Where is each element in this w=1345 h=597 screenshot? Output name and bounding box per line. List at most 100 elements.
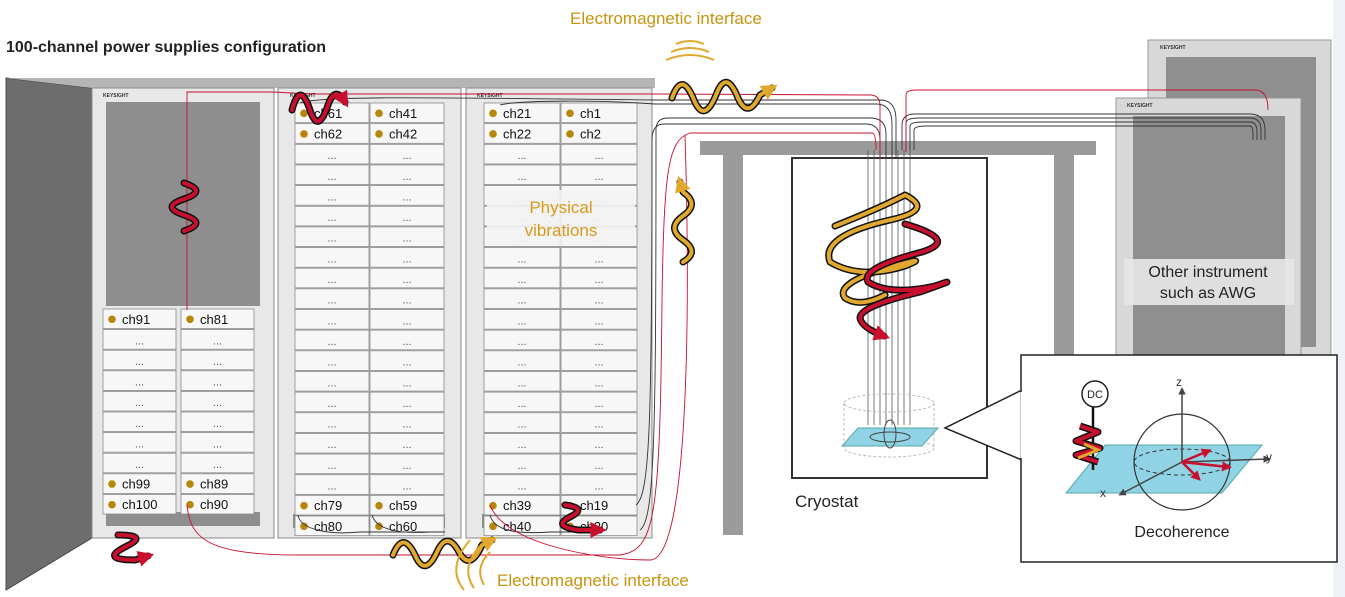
channel-ellipsis: ... (594, 419, 603, 431)
channel-cell (369, 474, 445, 495)
channel-cell (369, 515, 445, 537)
unit-3-channel-column-2: ch1ch2..................................… (560, 102, 638, 537)
channel-ellipsis: ... (213, 438, 222, 450)
channel-dot (375, 522, 383, 531)
channel-cell (369, 164, 445, 185)
channel-label: ch80 (314, 519, 342, 534)
channel-ellipsis: ... (135, 418, 144, 430)
rack-top-panel (6, 78, 655, 88)
em-interface-label-top: Electromagnetic interface (570, 9, 762, 28)
channel-cell (483, 143, 561, 165)
channel-ellipsis: ... (327, 191, 336, 203)
channel-ellipsis: ... (517, 315, 526, 327)
channel-ellipsis: ... (213, 377, 222, 389)
channel-cell (294, 247, 370, 268)
channel-ellipsis: ... (327, 481, 336, 493)
awg-label-line2: such as AWG (1160, 285, 1256, 302)
channel-label: ch42 (389, 126, 417, 141)
channel-dot (186, 500, 194, 509)
channel-cell (483, 309, 561, 330)
channel-ellipsis: ... (594, 274, 603, 286)
axis-x-label: x (1100, 486, 1106, 500)
channel-cell (369, 350, 445, 371)
channel-cell (560, 288, 638, 309)
channel-ellipsis: ... (594, 295, 603, 307)
vibrations-label-bg (487, 190, 635, 246)
channel-cell (102, 473, 177, 494)
channel-label: ch39 (503, 498, 531, 513)
channel-cell (560, 267, 638, 289)
channel-cell (294, 164, 370, 185)
channel-ellipsis: ... (517, 439, 526, 451)
channel-ellipsis: ... (517, 253, 526, 265)
channel-cell (560, 164, 638, 185)
channel-dot (186, 315, 194, 324)
channel-ellipsis: ... (594, 253, 603, 265)
channel-label: ch21 (503, 106, 531, 121)
channel-ellipsis: ... (402, 191, 411, 203)
channel-cell (294, 309, 370, 330)
unit-1-bottom-band (106, 512, 260, 526)
channel-cell (369, 432, 445, 454)
channel-dot (300, 501, 308, 510)
channel-ellipsis: ... (402, 171, 411, 183)
channel-cell (483, 371, 561, 392)
noise-waves (111, 78, 951, 570)
channel-dot (108, 480, 116, 488)
channel-cell (369, 123, 445, 144)
channel-cell (560, 309, 638, 330)
channel-ellipsis: ... (327, 171, 336, 183)
channel-label: ch99 (122, 477, 150, 492)
channel-cell (369, 102, 445, 124)
channel-cell (483, 288, 561, 309)
channel-cell (294, 143, 370, 165)
cryostat-table-leg-left (723, 155, 743, 535)
decoherence-label: Decoherence (1134, 524, 1229, 541)
unit-3-channel-column-1: ch21ch22................................… (483, 102, 561, 537)
channel-label: ch79 (314, 498, 342, 513)
awg-instrument-front-screen (1133, 116, 1285, 358)
em-wave-arcs-top (665, 40, 715, 61)
brand-logo-awg-back: KEYSIGHT (1160, 45, 1186, 51)
channel-ellipsis: ... (135, 377, 144, 389)
channel-dot (489, 109, 497, 118)
channel-cell (294, 432, 370, 454)
channel-cell (483, 412, 561, 433)
channel-cell (483, 267, 561, 289)
cables-red (186, 89, 1269, 561)
channel-cell (102, 432, 177, 453)
channel-cell (369, 267, 445, 289)
channel-ellipsis: ... (594, 377, 603, 389)
channel-ellipsis: ... (517, 460, 526, 472)
channel-cell (369, 226, 445, 247)
channel-cell (483, 453, 561, 475)
channel-ellipsis: ... (594, 336, 603, 348)
awg-label-bg (1124, 259, 1294, 305)
brand-logo-1: KEYSIGHT (103, 93, 129, 99)
channel-cell (294, 205, 370, 227)
channel-cell (560, 329, 638, 351)
channel-cell (483, 391, 561, 413)
channel-cell (294, 123, 370, 144)
channel-ellipsis: ... (213, 356, 222, 368)
channel-cell (560, 350, 638, 371)
channel-cell (560, 432, 638, 454)
channel-cell (294, 494, 370, 516)
bloch-sphere (1064, 387, 1271, 511)
channel-cell (180, 390, 255, 412)
channel-ellipsis: ... (402, 419, 411, 431)
brand-logo-awg-front: KEYSIGHT (1127, 103, 1153, 109)
unit-1-panel (106, 102, 260, 306)
page-title: 100-channel power supplies configuration (6, 39, 326, 56)
channel-cell (483, 432, 561, 454)
channel-label: ch60 (389, 519, 417, 534)
channel-cell (369, 412, 445, 433)
channel-cell (294, 288, 370, 309)
channel-ellipsis: ... (213, 418, 222, 430)
channel-ellipsis: ... (402, 336, 411, 348)
cables-black (297, 97, 1266, 534)
channel-ellipsis: ... (213, 335, 222, 347)
channel-cell (294, 350, 370, 371)
channel-ellipsis: ... (594, 481, 603, 493)
cryostat-table-top (700, 141, 1096, 155)
